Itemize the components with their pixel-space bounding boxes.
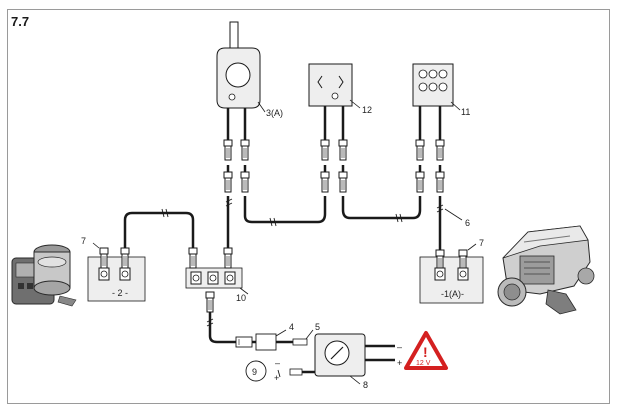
label-fuse: 5 xyxy=(315,322,320,332)
label-panel: 12 xyxy=(362,105,372,115)
junction-box-left xyxy=(87,242,146,302)
label-lever-control: 3(A) xyxy=(266,108,283,118)
plus-sign-top: + xyxy=(397,358,402,368)
minus-sign-bottom: – xyxy=(275,358,280,368)
outboard-engine-icon xyxy=(497,225,595,315)
label-main-switch: 8 xyxy=(363,380,368,390)
label-harness: 6 xyxy=(465,218,470,228)
minus-sign-top: – xyxy=(397,342,402,352)
lever-control xyxy=(216,21,266,113)
splitter xyxy=(185,247,249,313)
cable-break-marks xyxy=(161,198,444,378)
label-keypad: 11 xyxy=(461,107,470,117)
fuse-holder xyxy=(235,329,287,351)
junction-box-right xyxy=(419,243,484,304)
battery-ref-circle xyxy=(245,360,267,382)
label-battery-ref: 9 xyxy=(252,367,257,377)
label-splitter: 10 xyxy=(236,293,246,303)
fuse xyxy=(292,329,314,346)
keypad xyxy=(412,63,461,111)
label-thruster-right: -1(A)- xyxy=(441,289,464,299)
voltage-label: 12 V xyxy=(416,360,431,367)
warning-triangle-icon xyxy=(404,331,448,370)
thruster-motor-icon xyxy=(11,244,77,307)
main-switch xyxy=(289,333,366,385)
warning-mark: ! xyxy=(423,344,428,360)
plus-sign-bottom: + xyxy=(274,373,279,383)
label-thruster-left: - 2 - xyxy=(112,288,128,298)
label-junction-right: 7 xyxy=(479,238,484,248)
label-junction-left: 7 xyxy=(81,236,86,246)
control-panel xyxy=(308,63,361,109)
label-fuse-cable: 4 xyxy=(289,322,294,332)
section-number: 7.7 xyxy=(11,14,30,29)
